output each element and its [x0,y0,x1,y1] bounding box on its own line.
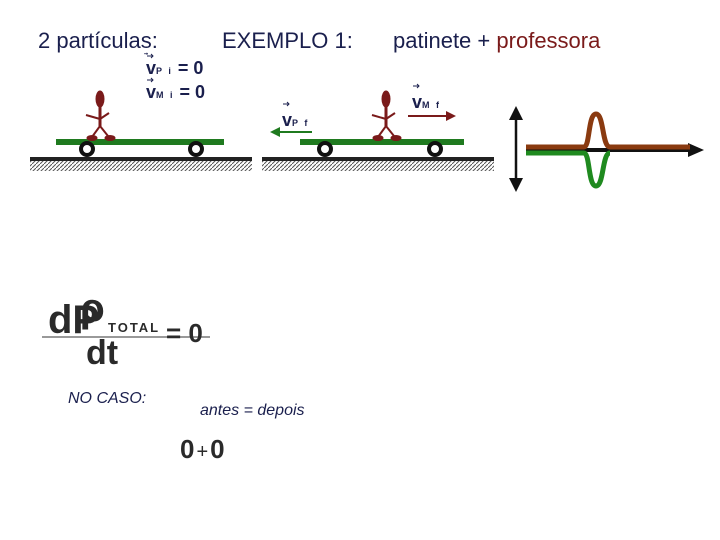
title-teacher: professora [496,28,601,53]
label-no-caso: NO CASO: [68,390,147,407]
arrow-skateboard-left-icon [270,127,312,137]
sum-zero-zero: 0+0 [180,434,225,464]
teacher-figure-left [85,90,116,141]
title-example: EXEMPLO 1: [222,28,353,53]
pulse-diagram [509,106,704,192]
title-two-particles: 2 partículas: [38,28,158,53]
velocity-skateboard-final: vP f [282,110,310,130]
velocity-skateboard-initial: ⃗ vP i = 0 [146,58,204,78]
label-antes-depois: antes = depois [200,402,305,419]
title-subject: patinete + professora [393,28,600,54]
skateboard-left [56,139,224,157]
skateboard-right [300,139,464,157]
title-skateboard: patinete [393,28,472,53]
arrow-teacher-right-icon [408,111,456,121]
ground-left [30,157,252,171]
formula-numerator: dP [48,298,100,342]
formula-rho: ρ [80,286,105,330]
ground-right [262,157,494,171]
velocity-teacher-final: vM f [412,92,442,112]
teacher-figure-right [371,90,402,141]
velocity-teacher-initial: vM i = 0 [146,82,206,102]
title-plus: + [477,28,491,53]
formula-denominator: dt [86,334,119,372]
formula-equals: = 0 [166,318,203,348]
formula-subscript: TOTAL [108,320,161,335]
